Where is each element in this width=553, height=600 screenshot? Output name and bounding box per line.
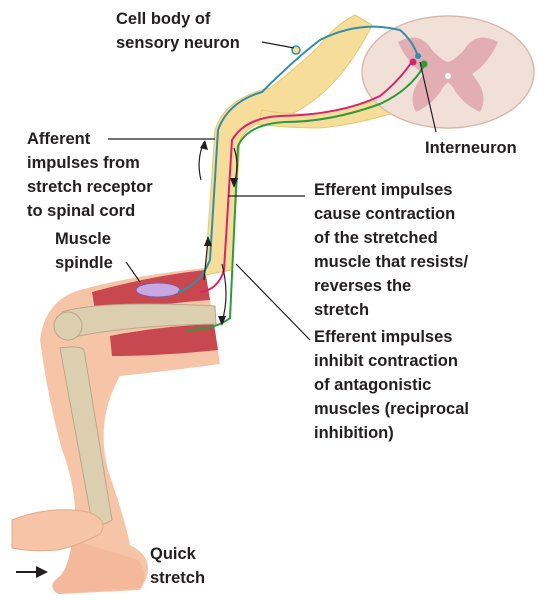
- quick-stretch-arrow: [16, 566, 48, 578]
- leader-lines: [108, 41, 437, 341]
- dorsal-root-ganglion: [291, 45, 301, 55]
- motor-neuron-contract: [199, 59, 414, 293]
- efferent-contract-label: Efferent impulses cause contraction of t…: [314, 181, 469, 319]
- interneuron-label: Interneuron: [425, 139, 517, 157]
- sensory-neuron: [177, 25, 419, 293]
- cell-body-label: Cell body of sensory neuron: [116, 10, 240, 52]
- efferent-inhibit-label: Efferent impulses inhibit contraction of…: [314, 328, 469, 442]
- spindle-leader: [125, 261, 141, 283]
- central-canal: [445, 73, 451, 79]
- motor-neuron-body: [409, 58, 417, 66]
- knee-joint: [53, 311, 83, 341]
- examiner-hand: [11, 509, 104, 552]
- interneuron-leader: [419, 61, 437, 133]
- muscle-spindle-label: Muscle spindle: [55, 230, 113, 272]
- spinal-cord: [361, 15, 535, 129]
- impulse-arrows: [198, 140, 238, 326]
- femur-bone: [61, 303, 217, 339]
- afferent-label: Afferent impulses from stretch receptor …: [27, 130, 153, 220]
- sensory-terminal: [415, 53, 421, 59]
- cell-body-leader: [261, 41, 295, 49]
- afferent-arrow-lower: [203, 239, 209, 281]
- quick-stretch-label: Quick stretch: [150, 545, 206, 587]
- interneuron-body: [420, 60, 428, 68]
- efferent-inhibit-leader: [235, 263, 311, 341]
- antagonist-muscle: [110, 324, 218, 356]
- foot: [52, 540, 145, 594]
- spindle-shape: [135, 282, 181, 298]
